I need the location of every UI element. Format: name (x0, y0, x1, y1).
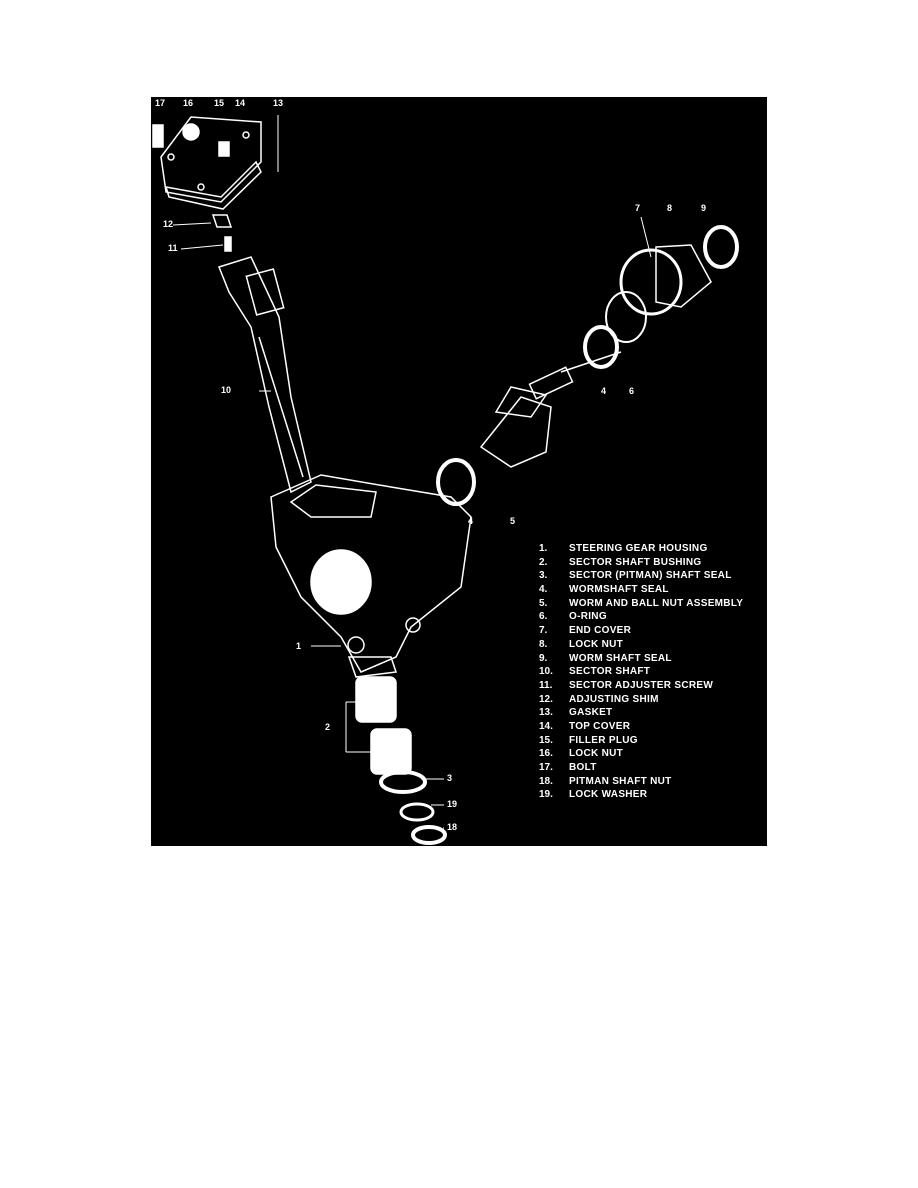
legend-item: 18. PITMAN SHAFT NUT (526, 775, 743, 789)
callout-3: 3 (447, 773, 453, 783)
legend-label: SECTOR SHAFT BUSHING (569, 556, 702, 568)
legend-number: 5. (539, 597, 548, 609)
callout-12: 12 (163, 219, 174, 229)
legend-number: 3. (539, 570, 548, 582)
legend-item: 8. LOCK NUT (526, 638, 743, 652)
parts-legend: 1. STEERING GEAR HOUSING 2. SECTOR SHAFT BU… (526, 542, 743, 802)
legend-label: LOCK NUT (569, 748, 624, 760)
legend-item: 12. ADJUSTING SHIM (526, 693, 743, 707)
legend-number: 7. (539, 625, 548, 637)
steering-gear-exploded-diagram: 17 16 15 14 13 12 11 10 7 8 9 4 6 4 5 1 … (151, 97, 767, 846)
bushings-drawing (355, 676, 447, 845)
legend-item: 5. WORM AND BALL NUT ASSEMBLY (526, 597, 743, 611)
legend-number: 11. (539, 679, 553, 691)
adjuster-screw-drawing (224, 236, 232, 252)
legend-item: 1. STEERING GEAR HOUSING (526, 542, 743, 556)
callout-17: 17 (155, 98, 166, 108)
legend-label: SECTOR ADJUSTER SCREW (569, 679, 714, 691)
legend-label: O-RING (569, 611, 607, 623)
callout-4b: 4 (468, 516, 474, 526)
callout-13: 13 (273, 98, 284, 108)
legend-item: 7. END COVER (526, 624, 743, 638)
legend-label: WORM AND BALL NUT ASSEMBLY (569, 597, 744, 609)
legend-item: 11. SECTOR ADJUSTER SCREW (526, 679, 743, 693)
callout-16: 16 (183, 98, 194, 108)
callout-1: 1 (296, 641, 302, 651)
legend-number: 10. (539, 666, 553, 678)
legend-label: STEERING GEAR HOUSING (569, 543, 708, 554)
callout-6: 6 (629, 386, 635, 396)
callout-8: 8 (667, 203, 673, 213)
legend-item: 2. SECTOR SHAFT BUSHING (526, 556, 743, 570)
legend-item: 15. FILLER PLUG (526, 734, 743, 748)
legend-number: 16. (539, 748, 553, 760)
top-cover-drawing (152, 116, 262, 210)
legend-number: 15. (539, 734, 553, 746)
legend-item: 17. BOLT (526, 761, 743, 775)
callout-15: 15 (214, 98, 225, 108)
legend-number: 9. (539, 652, 548, 664)
legend-label: WORM SHAFT SEAL (569, 652, 672, 664)
legend-item: 13. GASKET (526, 706, 743, 720)
legend-number: 18. (539, 775, 553, 787)
legend-label: ADJUSTING SHIM (569, 693, 659, 705)
legend-label: LOCK WASHER (569, 789, 648, 801)
gear-housing-drawing (270, 474, 472, 678)
legend-number: 8. (539, 638, 548, 650)
legend-number: 12. (539, 693, 553, 705)
shim-drawing (211, 214, 233, 228)
legend-label: TOP COVER (569, 720, 631, 732)
callout-5: 5 (510, 516, 516, 526)
callout-11: 11 (168, 243, 178, 253)
legend-number: 13. (539, 707, 553, 719)
legend-item: 19. LOCK WASHER (526, 788, 743, 802)
legend-number: 19. (539, 789, 553, 801)
legend-label: LOCK NUT (569, 638, 624, 650)
legend-label: SECTOR (PITMAN) SHAFT SEAL (569, 570, 732, 582)
callout-4a: 4 (601, 386, 607, 396)
legend-label: SECTOR SHAFT (569, 666, 651, 678)
callout-14: 14 (235, 98, 246, 108)
legend-label: GASKET (569, 707, 613, 719)
legend-label: END COVER (569, 625, 632, 637)
callout-18: 18 (447, 822, 458, 832)
legend-label: BOLT (569, 762, 597, 773)
legend-item: 4. WORMSHAFT SEAL (526, 583, 743, 597)
legend-item: 6. O-RING (526, 610, 743, 624)
legend-number: 2. (539, 556, 548, 568)
legend-number: 17. (539, 762, 553, 773)
legend-item: 10. SECTOR SHAFT (526, 665, 743, 679)
legend-number: 14. (539, 720, 553, 732)
callout-19: 19 (447, 799, 458, 809)
legend-item: 9. WORM SHAFT SEAL (526, 652, 743, 666)
callout-leaders (172, 115, 652, 829)
legend-label: FILLER PLUG (569, 734, 638, 746)
legend-item: 16. LOCK NUT (526, 747, 743, 761)
legend-label: PITMAN SHAFT NUT (569, 775, 672, 787)
callout-7: 7 (635, 203, 641, 213)
worm-assembly-drawing (436, 225, 739, 506)
legend-label: WORMSHAFT SEAL (569, 584, 669, 596)
callout-10: 10 (221, 385, 232, 395)
callout-9: 9 (701, 203, 707, 213)
legend-item: 14. TOP COVER (526, 720, 743, 734)
sector-shaft-drawing (218, 256, 312, 494)
legend-number: 4. (539, 584, 548, 596)
legend-item: 3. SECTOR (PITMAN) SHAFT SEAL (526, 569, 743, 583)
legend-number: 6. (539, 611, 548, 623)
diagram-artwork (152, 115, 739, 845)
legend-number: 1. (539, 543, 548, 554)
callout-2: 2 (325, 722, 331, 732)
